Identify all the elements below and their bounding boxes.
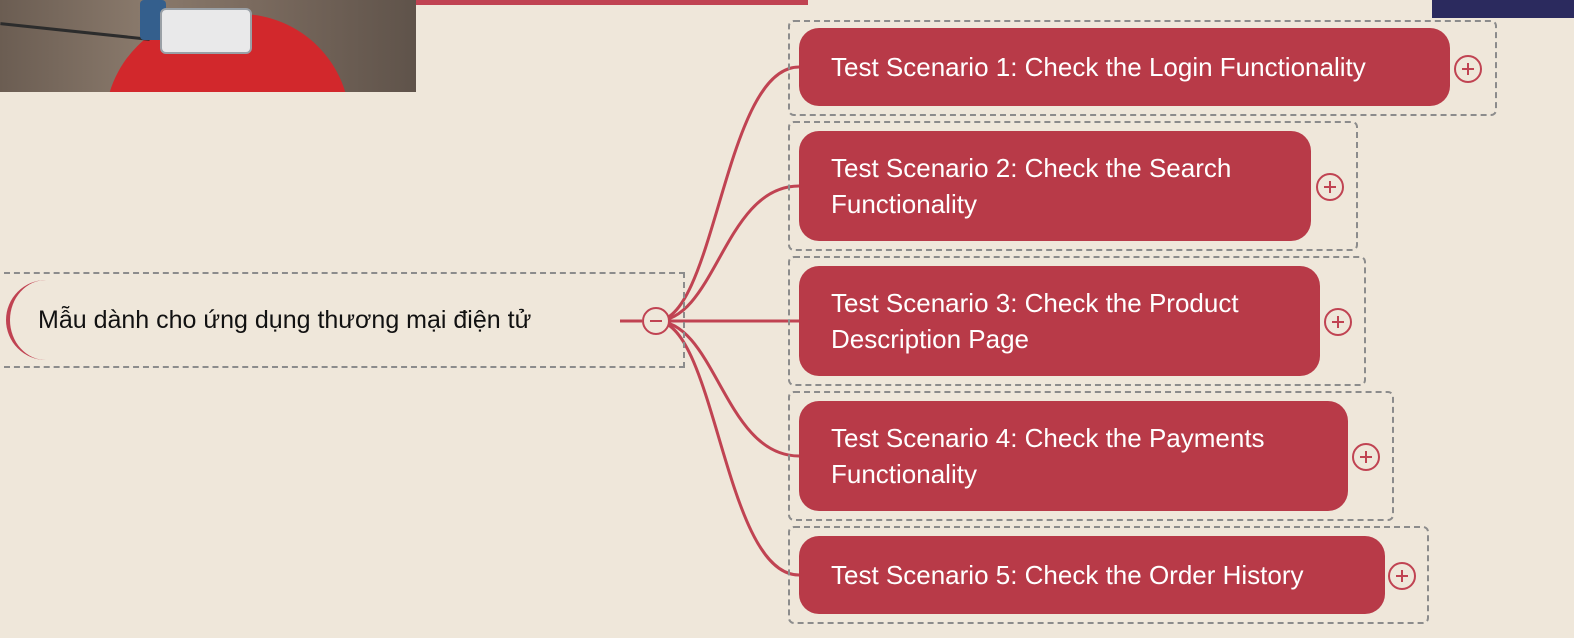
branch-label: Test Scenario 4: Check the Payments Func… xyxy=(831,423,1265,489)
connector-2 xyxy=(655,184,800,323)
branch-node-5[interactable]: Test Scenario 5: Check the Order History xyxy=(799,536,1385,614)
central-topic-label[interactable]: Mẫu dành cho ứng dụng thương mại điện tử xyxy=(38,306,532,334)
expand-plus-icon[interactable] xyxy=(1388,562,1416,590)
branch-label: Test Scenario 5: Check the Order History xyxy=(831,560,1304,590)
central-topic-bracket xyxy=(6,280,46,360)
branch-frame-2 xyxy=(788,121,1358,251)
webcam-overlay xyxy=(0,0,416,92)
branch-frame-3 xyxy=(788,256,1366,386)
connector-5 xyxy=(655,319,800,577)
branch-node-4[interactable]: Test Scenario 4: Check the Payments Func… xyxy=(799,401,1348,511)
branch-frame-4 xyxy=(788,391,1394,521)
collapse-minus-icon[interactable] xyxy=(642,307,670,335)
expand-plus-icon[interactable] xyxy=(1316,173,1344,201)
central-topic-frame[interactable] xyxy=(4,272,685,368)
branch-node-3[interactable]: Test Scenario 3: Check the Product Descr… xyxy=(799,266,1320,376)
branch-frame-5 xyxy=(788,526,1429,624)
top-right-accent xyxy=(1432,0,1574,18)
connector-4 xyxy=(655,319,800,458)
branch-label: Test Scenario 2: Check the Search Functi… xyxy=(831,153,1232,219)
webcam-microphone xyxy=(160,8,252,54)
branch-label: Test Scenario 1: Check the Login Functio… xyxy=(831,52,1366,82)
branch-node-1[interactable]: Test Scenario 1: Check the Login Functio… xyxy=(799,28,1450,106)
connectors xyxy=(620,65,800,577)
expand-plus-icon[interactable] xyxy=(1324,308,1352,336)
expand-plus-icon[interactable] xyxy=(1352,443,1380,471)
connector-1 xyxy=(655,65,800,323)
branch-frame-1 xyxy=(788,20,1497,116)
branch-node-2[interactable]: Test Scenario 2: Check the Search Functi… xyxy=(799,131,1311,241)
branch-label: Test Scenario 3: Check the Product Descr… xyxy=(831,288,1239,354)
top-decorative-line xyxy=(416,0,808,5)
expand-plus-icon[interactable] xyxy=(1454,55,1482,83)
